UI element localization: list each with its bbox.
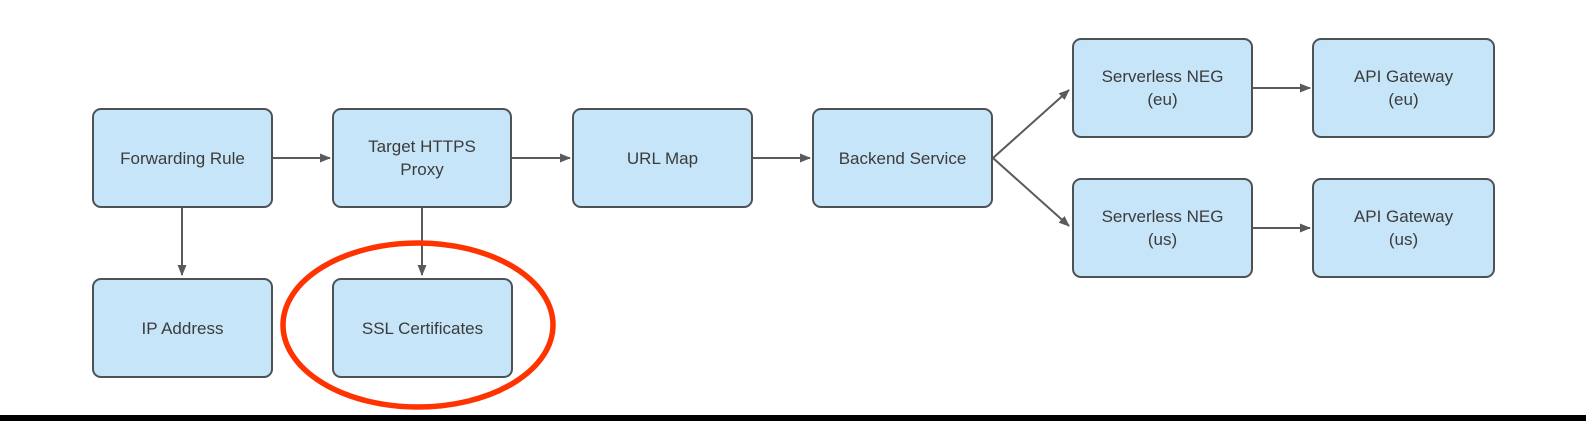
node-url-map: URL Map xyxy=(572,108,753,208)
node-serverless-neg-eu: Serverless NEG (eu) xyxy=(1072,38,1253,138)
highlight-ellipse xyxy=(280,240,556,410)
node-label: SSL Certificates xyxy=(361,318,484,338)
node-label: API Gateway xyxy=(1353,67,1454,86)
node-label: URL Map xyxy=(626,148,699,168)
node-forwarding-rule: Forwarding Rule xyxy=(92,108,273,208)
node-label: Target HTTPS xyxy=(368,137,476,156)
node-ip-address: IP Address xyxy=(92,278,273,378)
node-ssl-certificates: SSL Certificates xyxy=(332,278,513,378)
node-label: Forwarding Rule xyxy=(120,148,245,168)
node-api-gateway-us: API Gateway (us) xyxy=(1312,178,1495,278)
bottom-black-bar xyxy=(0,415,1586,421)
node-label-line2: (eu) xyxy=(1147,90,1178,109)
node-api-gateway-eu: API Gateway (eu) xyxy=(1312,38,1495,138)
node-backend-service: Backend Service xyxy=(812,108,993,208)
node-label: Serverless NEG xyxy=(1101,207,1224,226)
node-label: Serverless NEG xyxy=(1101,67,1224,86)
node-target-https-proxy: Target HTTPS Proxy xyxy=(332,108,512,208)
node-label-line2: (us) xyxy=(1388,230,1419,249)
edge-backend-service-to-serverless-neg-eu xyxy=(992,89,1070,159)
node-label-line2: Proxy xyxy=(400,160,444,179)
node-label: IP Address xyxy=(141,318,224,338)
node-label-line2: (us) xyxy=(1147,230,1178,249)
node-serverless-neg-us: Serverless NEG (us) xyxy=(1072,178,1253,278)
node-label: API Gateway xyxy=(1353,207,1454,226)
node-label: Backend Service xyxy=(838,148,967,168)
edge-backend-service-to-serverless-neg-us xyxy=(992,157,1070,227)
node-label-line2: (eu) xyxy=(1388,90,1419,109)
